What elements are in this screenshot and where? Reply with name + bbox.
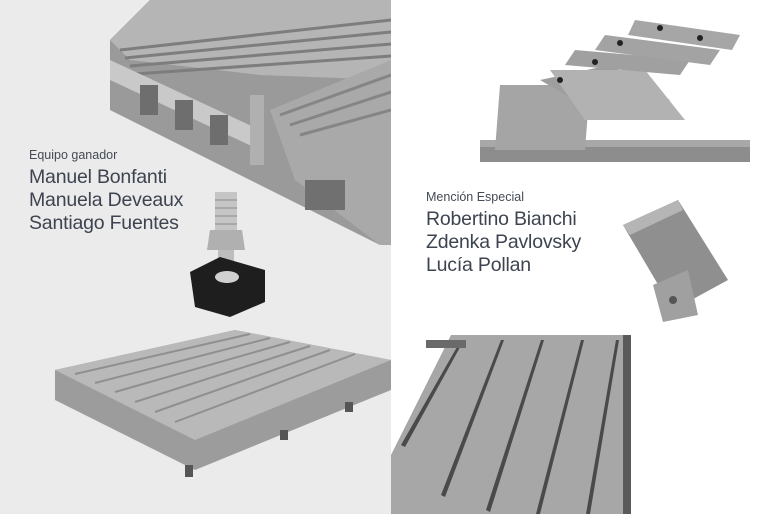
mention-name: Zdenka Pavlovsky [426, 231, 582, 253]
winner-name: Manuela Deveaux [29, 189, 184, 211]
mention-name: Robertino Bianchi [426, 208, 577, 230]
winners-label: Equipo ganador [29, 148, 118, 162]
mention-name: Lucía Pollan [426, 254, 531, 276]
exploded-assembly-render [480, 20, 750, 162]
special-mention-label: Mención Especial [426, 190, 524, 204]
deck-closeup-render [391, 335, 641, 514]
winner-name: Manuel Bonfanti [29, 166, 167, 188]
leveling-foot-render [190, 192, 265, 317]
clip-part-render [623, 200, 728, 322]
winner-name: Santiago Fuentes [29, 212, 179, 234]
winners-section: Equipo ganador Manuel Bonfanti Manuela D… [29, 148, 183, 235]
deck-panel-render [55, 330, 391, 477]
special-mention-section: Mención Especial Robertino Bianchi Zdenk… [426, 190, 581, 277]
profile-section-render [110, 0, 391, 245]
